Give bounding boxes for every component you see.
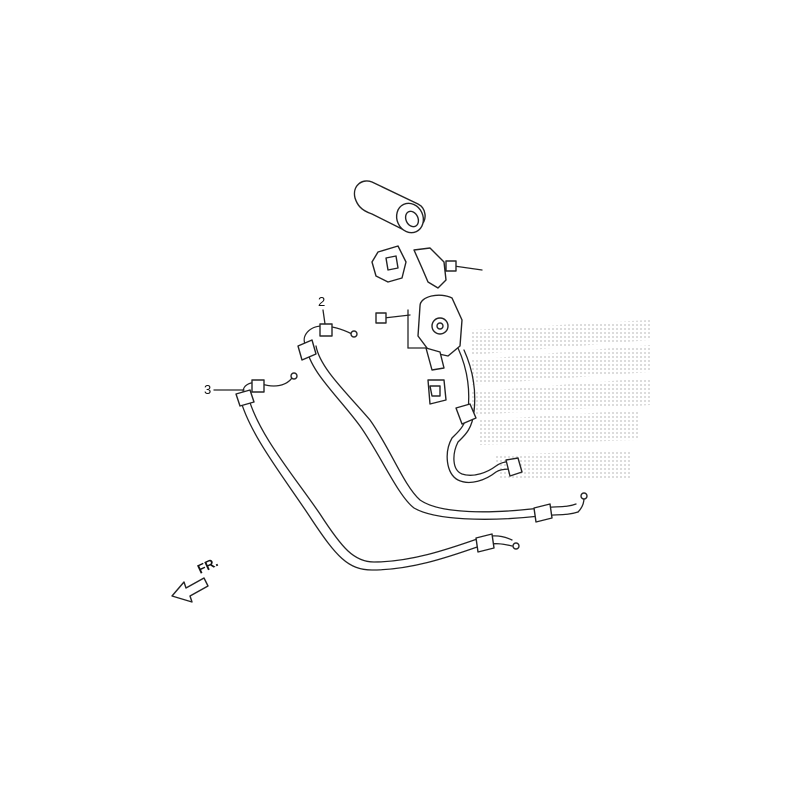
throttle-housing-lower bbox=[413, 247, 447, 289]
front-label: FR. bbox=[195, 554, 220, 576]
front-direction-indicator: FR. bbox=[171, 554, 220, 603]
switch-assembly bbox=[407, 294, 463, 405]
brand-wing-watermark bbox=[470, 320, 650, 480]
housing-screw-upper bbox=[445, 260, 483, 272]
throttle-grip bbox=[353, 180, 426, 234]
throttle-cable-2 bbox=[297, 323, 588, 523]
housing-screw-lower bbox=[375, 312, 411, 324]
switch-wire-harness bbox=[446, 347, 523, 484]
callout-2: 2 bbox=[318, 294, 326, 325]
throttle-housing-upper bbox=[371, 245, 407, 283]
callout-label-2: 2 bbox=[318, 294, 325, 309]
front-arrow-icon bbox=[171, 577, 209, 603]
throttle-cable-3 bbox=[235, 372, 520, 571]
callout-label-3: 3 bbox=[204, 382, 211, 397]
callout-3: 3 bbox=[204, 382, 245, 397]
